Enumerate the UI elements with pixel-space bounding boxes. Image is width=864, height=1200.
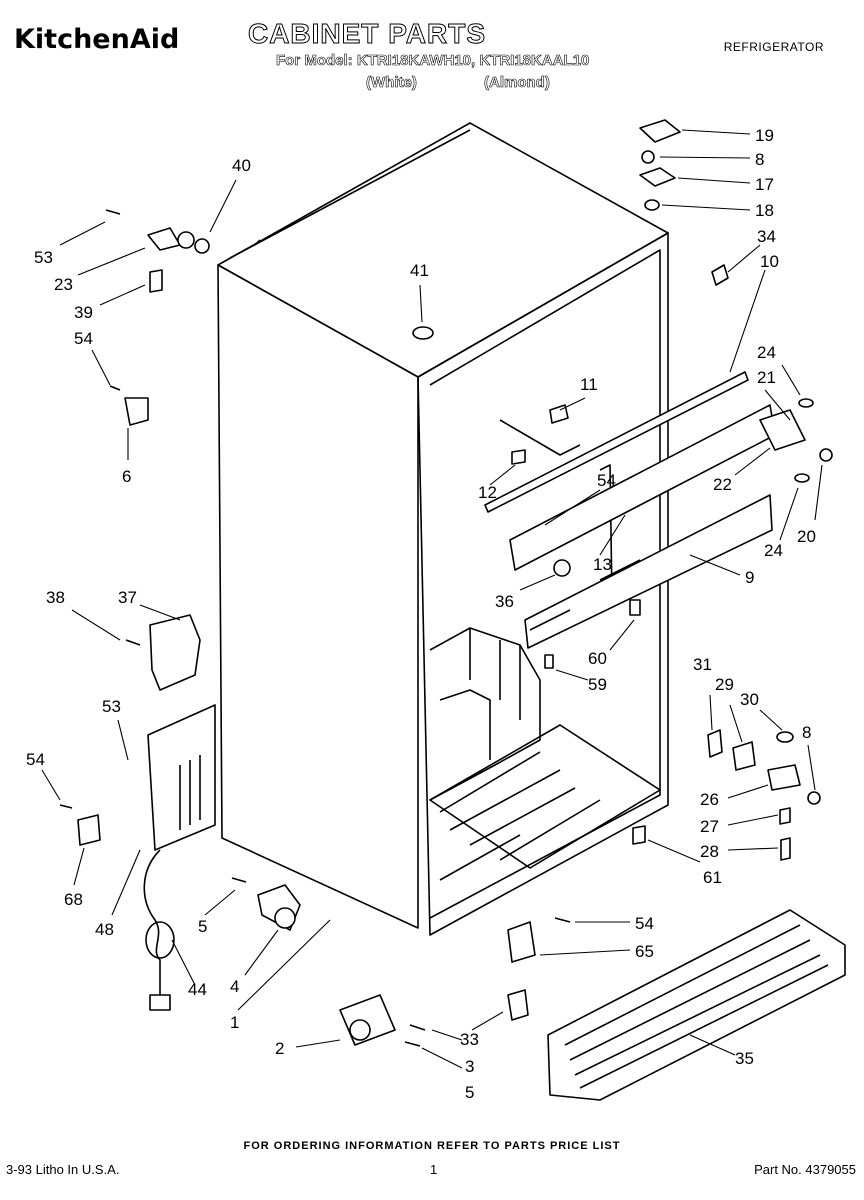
callout-39: 39 <box>74 303 93 322</box>
callout-6: 6 <box>122 467 131 486</box>
bottom-hinge-parts <box>632 729 821 861</box>
appliance-category: REFRIGERATOR <box>723 40 824 54</box>
callout-26: 26 <box>700 790 719 809</box>
callout-60: 60 <box>588 649 607 668</box>
callout-labels: 40 53 23 39 54 6 41 19 8 17 18 34 10 11 … <box>26 126 816 1102</box>
callout-5-bottom: 5 <box>465 1083 474 1102</box>
callout-28: 28 <box>700 842 719 861</box>
callout-68: 68 <box>64 890 83 909</box>
bottom-front-parts <box>339 909 846 1101</box>
callout-30: 30 <box>740 690 759 709</box>
callout-35: 35 <box>735 1049 754 1068</box>
callout-54-mid: 54 <box>597 471 616 490</box>
callout-8-lower: 8 <box>802 723 811 742</box>
callout-20: 20 <box>797 527 816 546</box>
litho-note: 3-93 Litho In U.S.A. <box>6 1162 120 1177</box>
plug-button <box>412 326 641 669</box>
callout-33: 33 <box>460 1030 479 1049</box>
callout-5-left: 5 <box>198 917 207 936</box>
callout-53: 53 <box>34 248 53 267</box>
callout-11: 11 <box>580 375 598 394</box>
callout-24-lower: 24 <box>764 541 783 560</box>
callout-27: 27 <box>700 817 719 836</box>
page-number: 1 <box>430 1162 438 1177</box>
callout-12: 12 <box>478 483 497 502</box>
callout-21: 21 <box>757 368 776 387</box>
part-number: Part No. 4379055 <box>754 1162 856 1177</box>
callout-8: 8 <box>755 150 764 169</box>
callout-54-lower: 54 <box>26 750 45 769</box>
color-label-white: (White) <box>366 74 417 92</box>
callout-22: 22 <box>713 475 732 494</box>
page-title: CABINET PARTS <box>0 18 864 50</box>
callout-17: 17 <box>755 175 774 194</box>
callout-9: 9 <box>745 568 754 587</box>
callout-54: 54 <box>74 329 93 348</box>
callout-2: 2 <box>275 1039 284 1058</box>
callout-24-upper: 24 <box>757 343 776 362</box>
callout-54-bottom: 54 <box>635 914 654 933</box>
callout-38: 38 <box>46 588 65 607</box>
callout-23: 23 <box>54 275 73 294</box>
ordering-note: FOR ORDERING INFORMATION REFER TO PARTS … <box>243 1140 621 1152</box>
callout-29: 29 <box>715 675 734 694</box>
callout-41: 41 <box>410 261 429 280</box>
callout-3: 3 <box>465 1057 474 1076</box>
cabinet-shell <box>217 122 669 936</box>
callout-1: 1 <box>230 1013 239 1032</box>
callout-53-lower: 53 <box>102 697 121 716</box>
callout-31: 31 <box>693 655 712 674</box>
color-label-almond: (Almond) <box>484 74 550 92</box>
callout-59: 59 <box>588 675 607 694</box>
callout-65: 65 <box>635 942 654 961</box>
callout-48: 48 <box>95 920 114 939</box>
callout-10: 10 <box>760 252 779 271</box>
callout-44: 44 <box>188 980 207 999</box>
callout-19: 19 <box>755 126 774 145</box>
callout-leaders <box>41 129 823 1069</box>
callout-34: 34 <box>757 227 776 246</box>
left-side-parts <box>59 209 301 1011</box>
callout-61: 61 <box>703 868 722 887</box>
brand-logo: KitchenAid <box>14 24 180 55</box>
callout-36: 36 <box>495 592 514 611</box>
model-numbers: For Model: KTRI18KAWH10, KTRI18KAAL10 <box>276 52 590 70</box>
mullion-rails <box>484 371 776 649</box>
page-title-text: CABINET PARTS <box>247 18 487 50</box>
top-hinge-parts <box>639 119 833 483</box>
callout-18: 18 <box>755 201 774 220</box>
callout-40: 40 <box>232 156 251 175</box>
callout-13: 13 <box>593 555 612 574</box>
callout-37: 37 <box>118 588 137 607</box>
callout-4: 4 <box>230 977 239 996</box>
